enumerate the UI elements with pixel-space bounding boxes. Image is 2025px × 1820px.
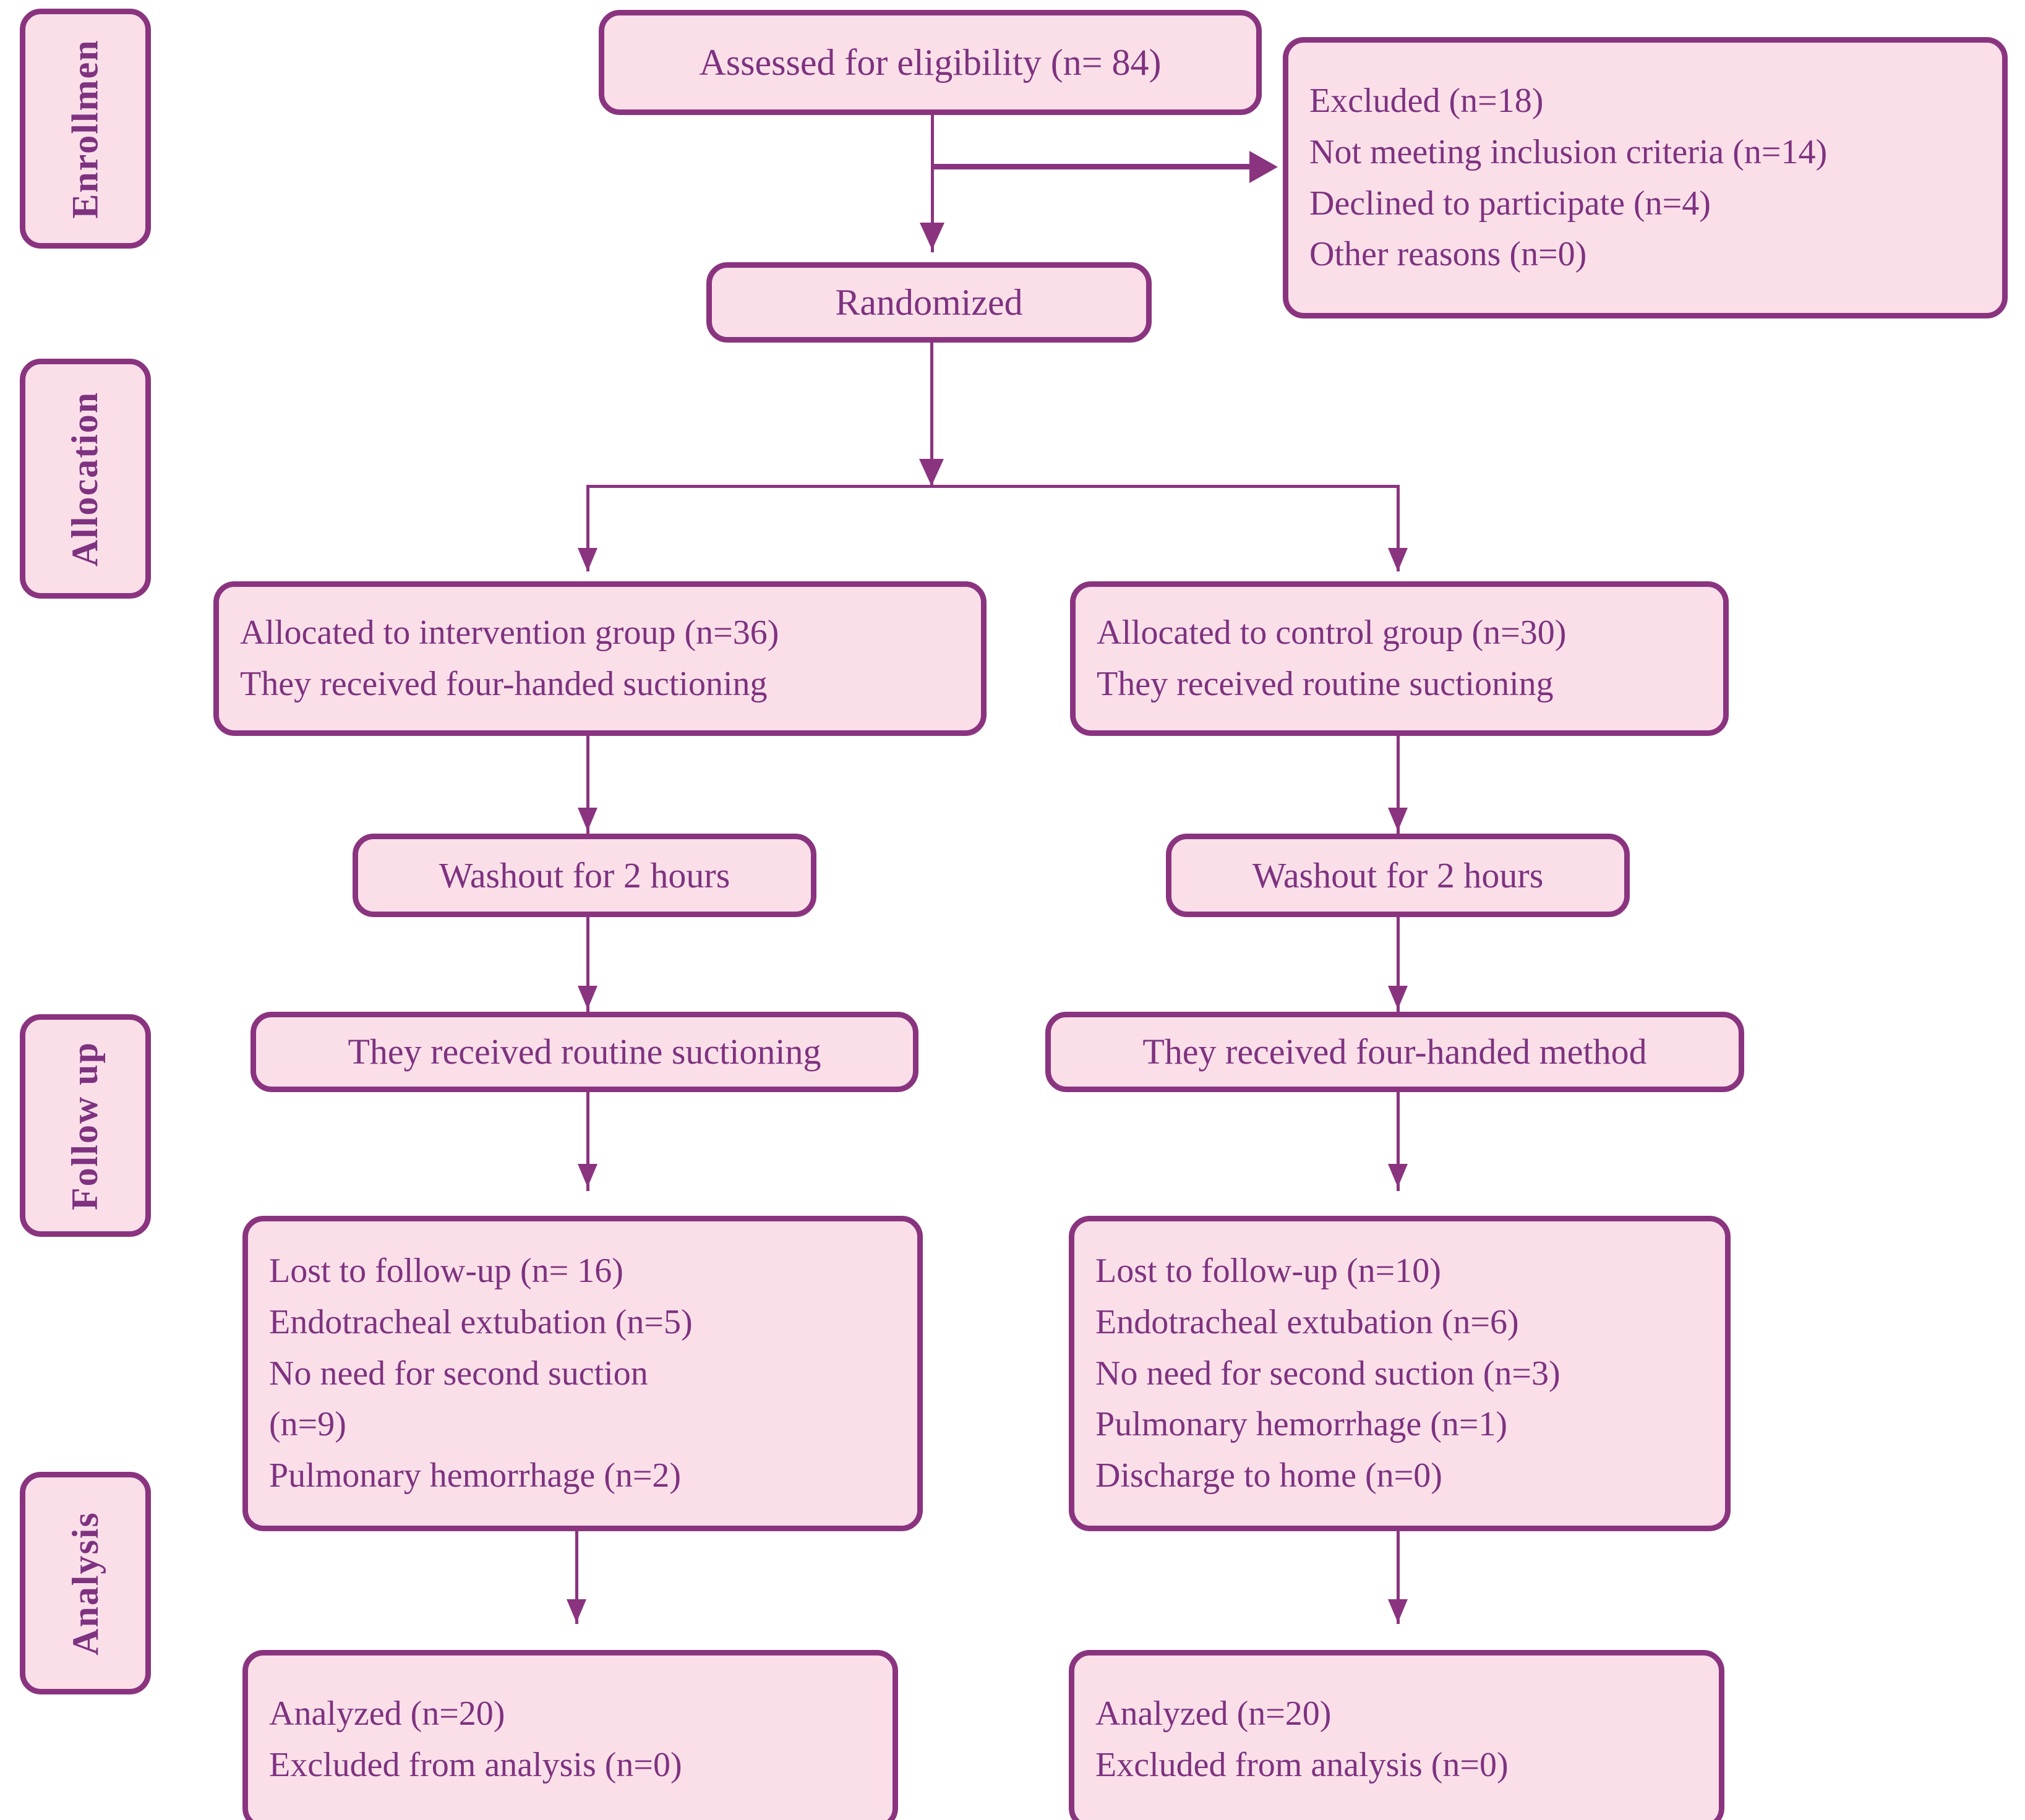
connector-allocation-right-arrow bbox=[1388, 548, 1408, 571]
washout-left-line-0: Washout for 2 hours bbox=[439, 855, 730, 895]
stage-label-analysis: Analysis bbox=[20, 1472, 151, 1694]
node-lost-to-follow-up-control: Lost to follow-up (n=10) Endotracheal ex… bbox=[1069, 1216, 1731, 1531]
lost-left-line-3: (n=9) bbox=[269, 1405, 346, 1444]
connector-allocation-left-drop bbox=[586, 485, 589, 571]
analyzed-left-line-1: Excluded from analysis (n=0) bbox=[269, 1746, 682, 1784]
connector-allocation-left-arrow bbox=[578, 548, 597, 571]
connector-assessed-to-randomized-line bbox=[931, 115, 934, 252]
connector-crossover-right-to-lost-line bbox=[1397, 1092, 1400, 1191]
lost-right-line-2: No need for second suction (n=3) bbox=[1095, 1354, 1560, 1393]
node-analyzed-intervention: Analyzed (n=20) Excluded from analysis (… bbox=[242, 1650, 898, 1820]
node-excluded: Excluded (n=18) Not meeting inclusion cr… bbox=[1283, 37, 2008, 318]
node-analyzed-control: Analyzed (n=20) Excluded from analysis (… bbox=[1069, 1650, 1724, 1820]
randomized-line-0: Randomized bbox=[835, 281, 1023, 323]
stage-label-follow-up-text: Follow up bbox=[64, 1041, 106, 1210]
lost-left-line-1: Endotracheal extubation (n=5) bbox=[269, 1302, 693, 1341]
node-washout-intervention: Washout for 2 hours bbox=[353, 834, 816, 917]
node-randomized: Randomized bbox=[706, 262, 1152, 343]
alloc-control-line-1: They received routine suctioning bbox=[1097, 665, 1554, 703]
node-assessed-for-eligibility: Assessed for eligibility (n= 84) bbox=[599, 10, 1262, 115]
alloc-control-line-0: Allocated to control group (n=30) bbox=[1097, 613, 1567, 652]
alloc-intervention-line-1: They received four-handed suctioning bbox=[240, 665, 768, 703]
stage-label-allocation-text: Allocation bbox=[64, 391, 106, 566]
lost-right-line-3: Pulmonary hemorrhage (n=1) bbox=[1095, 1405, 1508, 1444]
stage-label-analysis-text: Analysis bbox=[64, 1511, 106, 1656]
connector-lost-left-to-analyzed-line bbox=[575, 1531, 578, 1624]
washout-right-line-0: Washout for 2 hours bbox=[1252, 855, 1544, 895]
node-crossover-intervention: They received routine suctioning bbox=[250, 1012, 918, 1092]
connector-washout-right-to-crossover-arrow bbox=[1388, 986, 1408, 1009]
connector-assessed-to-randomized-arrow bbox=[920, 223, 944, 250]
lost-right-line-4: Discharge to home (n=0) bbox=[1095, 1456, 1442, 1495]
node-allocated-intervention: Allocated to intervention group (n=36) T… bbox=[213, 581, 987, 736]
connector-alloc-left-to-washout-line bbox=[586, 736, 589, 835]
analyzed-right-line-0: Analyzed (n=20) bbox=[1095, 1694, 1332, 1733]
connector-washout-right-to-crossover-line bbox=[1397, 917, 1400, 1013]
node-allocated-control: Allocated to control group (n=30) They r… bbox=[1070, 581, 1729, 736]
lost-left-line-2: No need for second suction bbox=[269, 1354, 648, 1393]
stage-label-allocation: Allocation bbox=[20, 359, 151, 599]
connector-randomized-trunk-arrow bbox=[919, 459, 944, 486]
connector-crossover-right-to-lost-arrow bbox=[1388, 1164, 1408, 1187]
connector-allocation-right-drop bbox=[1397, 485, 1400, 571]
alloc-intervention-line-0: Allocated to intervention group (n=36) bbox=[240, 613, 779, 652]
crossover-left-line-0: They received routine suctioning bbox=[348, 1032, 821, 1072]
connector-lost-left-to-analyzed-arrow bbox=[567, 1599, 586, 1623]
lost-left-line-4: Pulmonary hemorrhage (n=2) bbox=[269, 1456, 682, 1495]
lost-right-line-0: Lost to follow-up (n=10) bbox=[1095, 1251, 1441, 1290]
node-crossover-control: They received four-handed method bbox=[1045, 1012, 1744, 1092]
stage-label-follow-up: Follow up bbox=[20, 1014, 151, 1237]
connector-washout-left-to-crossover-line bbox=[586, 917, 589, 1013]
lost-left-line-0: Lost to follow-up (n= 16) bbox=[269, 1251, 623, 1290]
node-washout-control: Washout for 2 hours bbox=[1166, 834, 1630, 917]
crossover-right-line-0: They received four-handed method bbox=[1142, 1032, 1647, 1072]
connector-assessed-to-excluded-arrow bbox=[1249, 151, 1278, 183]
connector-lost-right-to-analyzed-line bbox=[1397, 1531, 1400, 1624]
analyzed-right-line-1: Excluded from analysis (n=0) bbox=[1095, 1746, 1509, 1784]
stage-label-enrollment: Enrollmen bbox=[20, 9, 151, 249]
connector-assessed-to-excluded-line bbox=[931, 164, 1256, 169]
connector-alloc-right-to-washout-arrow bbox=[1388, 808, 1408, 831]
connector-washout-left-to-crossover-arrow bbox=[578, 986, 597, 1009]
excluded-line-1: Not meeting inclusion criteria (n=14) bbox=[1309, 132, 1828, 171]
node-lost-to-follow-up-intervention: Lost to follow-up (n= 16) Endotracheal e… bbox=[242, 1216, 923, 1531]
connector-alloc-right-to-washout-line bbox=[1397, 736, 1400, 835]
lost-right-line-1: Endotracheal extubation (n=6) bbox=[1095, 1302, 1519, 1341]
connector-crossover-left-to-lost-line bbox=[586, 1092, 589, 1191]
analyzed-left-line-0: Analyzed (n=20) bbox=[269, 1694, 505, 1733]
connector-crossover-left-to-lost-arrow bbox=[578, 1164, 597, 1187]
connector-randomized-trunk bbox=[930, 343, 933, 485]
stage-label-enrollment-text: Enrollmen bbox=[64, 38, 106, 219]
connector-allocation-split-bar bbox=[586, 485, 1400, 488]
connector-alloc-left-to-washout-arrow bbox=[578, 808, 597, 831]
connector-lost-right-to-analyzed-arrow bbox=[1388, 1599, 1408, 1623]
excluded-line-3: Other reasons (n=0) bbox=[1309, 235, 1587, 274]
excluded-line-0: Excluded (n=18) bbox=[1309, 81, 1544, 120]
excluded-line-2: Declined to participate (n=4) bbox=[1309, 184, 1711, 223]
assessed-line-0: Assessed for eligibility (n= 84) bbox=[699, 41, 1162, 83]
